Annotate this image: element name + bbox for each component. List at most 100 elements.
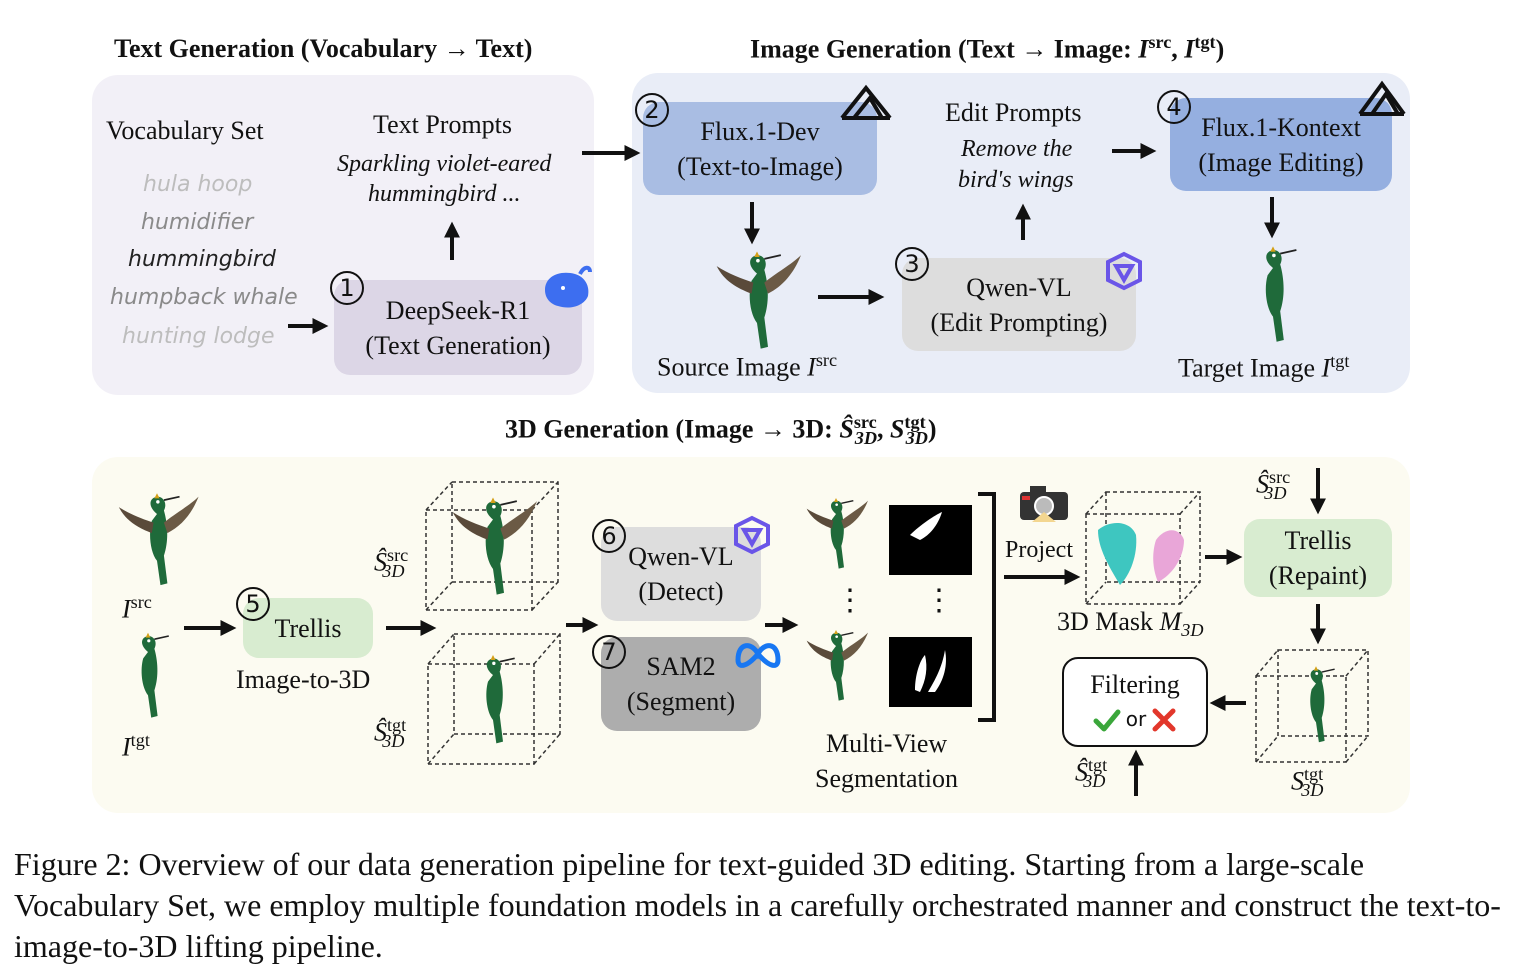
generation-3d-title: 3D Generation (Image → 3D: Ŝsrc3D, Stgt3… xyxy=(505,412,937,449)
sam2-line1: SAM2 xyxy=(646,652,716,681)
deepseek-line1: DeepSeek-R1 xyxy=(385,295,531,325)
image-title-suffix: ) xyxy=(1215,34,1225,64)
mask-shape-bottom xyxy=(915,650,946,692)
vocab-item-0: hula hoop xyxy=(143,172,253,197)
sam2-box: SAM2 (Segment) xyxy=(601,637,761,731)
mask-view-bottom xyxy=(889,637,972,707)
math-I: I xyxy=(1321,353,1331,383)
prompts-header: Text Prompts xyxy=(373,110,513,139)
edit-prompts-header: Edit Prompts xyxy=(945,98,1082,127)
qwen-edit-line2: (Edit Prompting) xyxy=(930,307,1108,337)
d3-title-prefix: 3D Generation (Image → 3D: xyxy=(505,414,840,444)
step-2-badge: 2 xyxy=(635,93,669,127)
mask-3d-wing-right xyxy=(1153,530,1184,582)
multiview-line1: Multi-View xyxy=(826,729,948,758)
math-src: src xyxy=(1148,32,1172,52)
math-tgt: tgt xyxy=(1304,764,1324,784)
flux-dev-line1: Flux.1-Dev xyxy=(700,116,820,146)
prompt-example-line2: hummingbird ... xyxy=(368,181,521,207)
input-src-bird xyxy=(117,492,200,587)
edit-example-line1: Remove the xyxy=(961,136,1073,162)
math-src: src xyxy=(130,592,152,612)
flux-logo-icon xyxy=(1358,80,1406,116)
text-generation-title: Text Generation (Vocabulary → Text) xyxy=(114,34,533,63)
filtering-choice: or xyxy=(1093,702,1176,737)
sam2-line2: (Segment) xyxy=(626,687,736,716)
deepseek-box: DeepSeek-R1 (Text Generation) xyxy=(334,280,582,375)
math-src: src xyxy=(815,350,838,370)
cube-tgt-bird xyxy=(485,654,516,745)
math-S: S xyxy=(1291,766,1304,796)
math-3d: 3D xyxy=(1181,620,1204,641)
cube-tgt xyxy=(427,633,561,765)
math-I: I xyxy=(807,352,816,382)
repaint-line1: Trellis xyxy=(1284,526,1352,555)
repaint-output-label: Stgt3D xyxy=(1291,764,1323,801)
source-image-label: Source Image Isrc xyxy=(657,350,837,383)
cube-tgt-label: Ŝtgt3D xyxy=(374,715,407,752)
step-6-badge: 6 xyxy=(592,519,626,553)
math-3d: 3D xyxy=(854,427,877,448)
trellis-label: Trellis xyxy=(274,613,342,643)
qwen-detect-box: Qwen-VL (Detect) xyxy=(601,527,761,621)
qwen-logo-icon xyxy=(1106,251,1142,291)
math-src: src xyxy=(1269,467,1291,487)
qwen-edit-line1: Qwen-VL xyxy=(966,272,1072,302)
deepseek-line2: (Text Generation) xyxy=(365,330,551,360)
math-I: I xyxy=(122,732,131,762)
repaint-input-label: Ŝsrc3D xyxy=(1256,467,1290,504)
bracket-multiview xyxy=(978,492,996,722)
mask-3d-wing-left xyxy=(1098,523,1137,585)
math-S: S xyxy=(889,414,905,444)
step-4-badge: 4 xyxy=(1157,90,1191,124)
trellis-repaint-box: Trellis (Repaint) xyxy=(1244,519,1392,597)
flux-logo-icon xyxy=(840,84,892,120)
math-tgt: tgt xyxy=(130,730,150,750)
cube-output-bird xyxy=(1309,665,1336,744)
math-3d: 3D xyxy=(1083,770,1106,791)
math-S-hat: Ŝ xyxy=(1256,469,1269,499)
figure-caption: Figure 2: Overview of our data generatio… xyxy=(14,846,1501,964)
math-tgt: tgt xyxy=(387,715,407,735)
cross-icon xyxy=(1152,708,1176,731)
filtering-label: Filtering xyxy=(1090,670,1180,699)
step-5-badge: 5 xyxy=(236,587,270,621)
math-S-hat: Ŝ xyxy=(374,547,387,577)
math-S-hat: Ŝ xyxy=(1075,757,1088,787)
deepseek-whale-icon xyxy=(545,265,592,308)
qwen-edit-box: Qwen-VL (Edit Prompting) xyxy=(902,258,1136,351)
target-image-label: Target Image Itgt xyxy=(1178,351,1349,384)
input-tgt-bird xyxy=(140,631,170,719)
math-S-hat: Ŝ xyxy=(374,717,387,747)
ellipsis-birds: ⋮ xyxy=(835,584,865,617)
kontext-line2: (Image Editing) xyxy=(1198,147,1364,177)
math-3d: 3D xyxy=(382,730,405,751)
vocab-header: Vocabulary Set xyxy=(106,116,264,145)
math-src: src xyxy=(387,545,409,565)
kontext-line1: Flux.1-Kontext xyxy=(1201,112,1361,142)
multiview-line2: Segmentation xyxy=(815,764,958,793)
math-3d: 3D xyxy=(1264,482,1287,503)
prompt-example-line1: Sparkling violet-eared xyxy=(337,151,552,177)
math-M: M xyxy=(1159,607,1182,636)
view-bird-bottom xyxy=(805,629,869,702)
input-src-label: Isrc xyxy=(122,592,152,625)
ellipsis-masks: ⋮ xyxy=(924,584,954,617)
vocab-item-3: humpback whale xyxy=(110,285,298,310)
image-title-prefix: Image Generation (Text → Image: xyxy=(750,34,1139,64)
source-bird-image xyxy=(715,250,803,350)
repaint-line2: (Repaint) xyxy=(1268,561,1368,590)
filtering-or: or xyxy=(1125,707,1147,731)
target-image-text: Target Image xyxy=(1178,353,1322,383)
check-icon xyxy=(1093,709,1121,731)
math-src: src xyxy=(853,412,877,432)
image-generation-title: Image Generation (Text → Image: Isrc, It… xyxy=(750,32,1224,65)
qwen-logo-icon xyxy=(734,515,770,555)
math-tgt: tgt xyxy=(1330,351,1350,371)
flux-dev-box: Flux.1-Dev (Text-to-Image) xyxy=(643,102,877,195)
math-comma: , xyxy=(876,414,890,444)
math-tgt: tgt xyxy=(1088,755,1108,775)
math-tgt: tgt xyxy=(1194,32,1216,52)
math-S-hat: Ŝ xyxy=(839,414,854,444)
math-I: I xyxy=(1138,34,1149,64)
